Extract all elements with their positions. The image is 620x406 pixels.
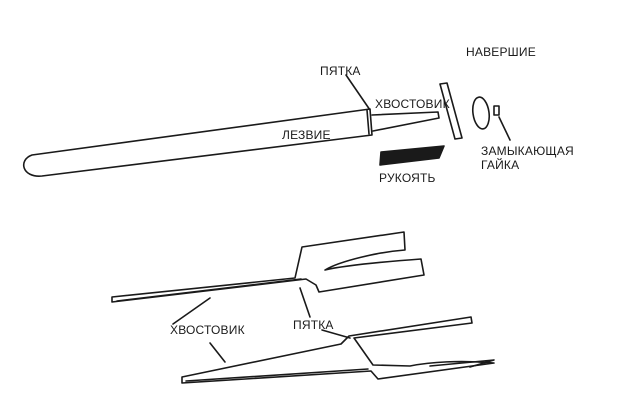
- lock-nut-shape: [493, 105, 500, 116]
- leader-tang-bottom-lower: [209, 342, 226, 363]
- exploded-knife: [22, 74, 511, 177]
- label-nut-line2: ГАЙКА: [481, 158, 520, 172]
- tang-blade-tip: [429, 359, 495, 368]
- washer-ring: [471, 96, 491, 130]
- tang-shape: [371, 111, 440, 132]
- tang-blade-edge: [185, 368, 369, 382]
- through-tang-blade: [181, 316, 495, 384]
- blade-heel-line: [366, 109, 370, 135]
- label-blade: ЛЕЗВИЕ: [282, 128, 331, 142]
- label-handle: РУКОЯТЬ: [379, 171, 436, 185]
- blade-shape: [22, 108, 373, 177]
- pommel-plate: [439, 82, 463, 140]
- leader-heel-bottom-lower: [321, 329, 351, 339]
- leader-heel-top: [345, 74, 371, 111]
- fork-blade-edge: [116, 278, 302, 302]
- label-nut-line1: ЗАМЫКАЮЩАЯ: [481, 144, 574, 158]
- label-tang-top: ХВОСТОВИК: [375, 97, 450, 111]
- label-heel-top: ПЯТКА: [320, 64, 361, 78]
- handle-shape: [379, 145, 445, 166]
- leader-tang-bottom-upper: [172, 297, 211, 325]
- leader-nut: [498, 116, 511, 141]
- fork-blade-outline: [111, 231, 425, 303]
- label-heel-bottom: ПЯТКА: [293, 318, 334, 332]
- label-tang-bottom: ХВОСТОВИК: [170, 323, 245, 337]
- forked-tang-blade: [111, 231, 425, 303]
- label-pommel: НАВЕРШИЕ: [466, 45, 536, 59]
- leader-heel-bottom-upper: [299, 287, 311, 318]
